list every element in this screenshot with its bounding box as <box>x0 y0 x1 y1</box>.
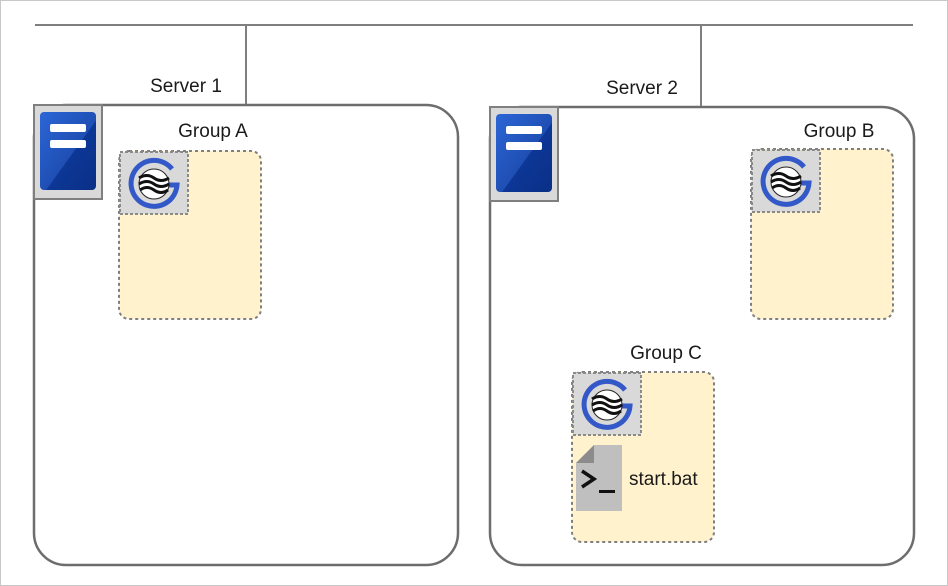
cluster-g-icon <box>573 373 641 435</box>
server-2[interactable]: Server 2 Group B Group C start.bat <box>488 78 916 567</box>
group-b[interactable]: Group B <box>750 121 894 320</box>
script-label: start.bat <box>629 469 698 490</box>
group-c-label: Group C <box>630 343 702 364</box>
server-1-label: Server 1 <box>150 76 222 97</box>
cluster-g-icon <box>752 150 820 212</box>
group-a[interactable]: Group A <box>118 121 262 320</box>
group-c[interactable]: Group C start.bat <box>571 343 715 543</box>
server-icon <box>489 106 559 202</box>
group-b-label: Group B <box>804 121 875 142</box>
server-icon <box>33 104 103 200</box>
group-a-label: Group A <box>178 121 248 142</box>
server-2-label: Server 2 <box>606 78 678 99</box>
terminal-script-icon <box>576 445 622 511</box>
server-1[interactable]: Server 1 Group A <box>32 76 460 567</box>
script-resource[interactable]: start.bat <box>576 445 698 511</box>
cluster-g-icon <box>120 152 188 214</box>
